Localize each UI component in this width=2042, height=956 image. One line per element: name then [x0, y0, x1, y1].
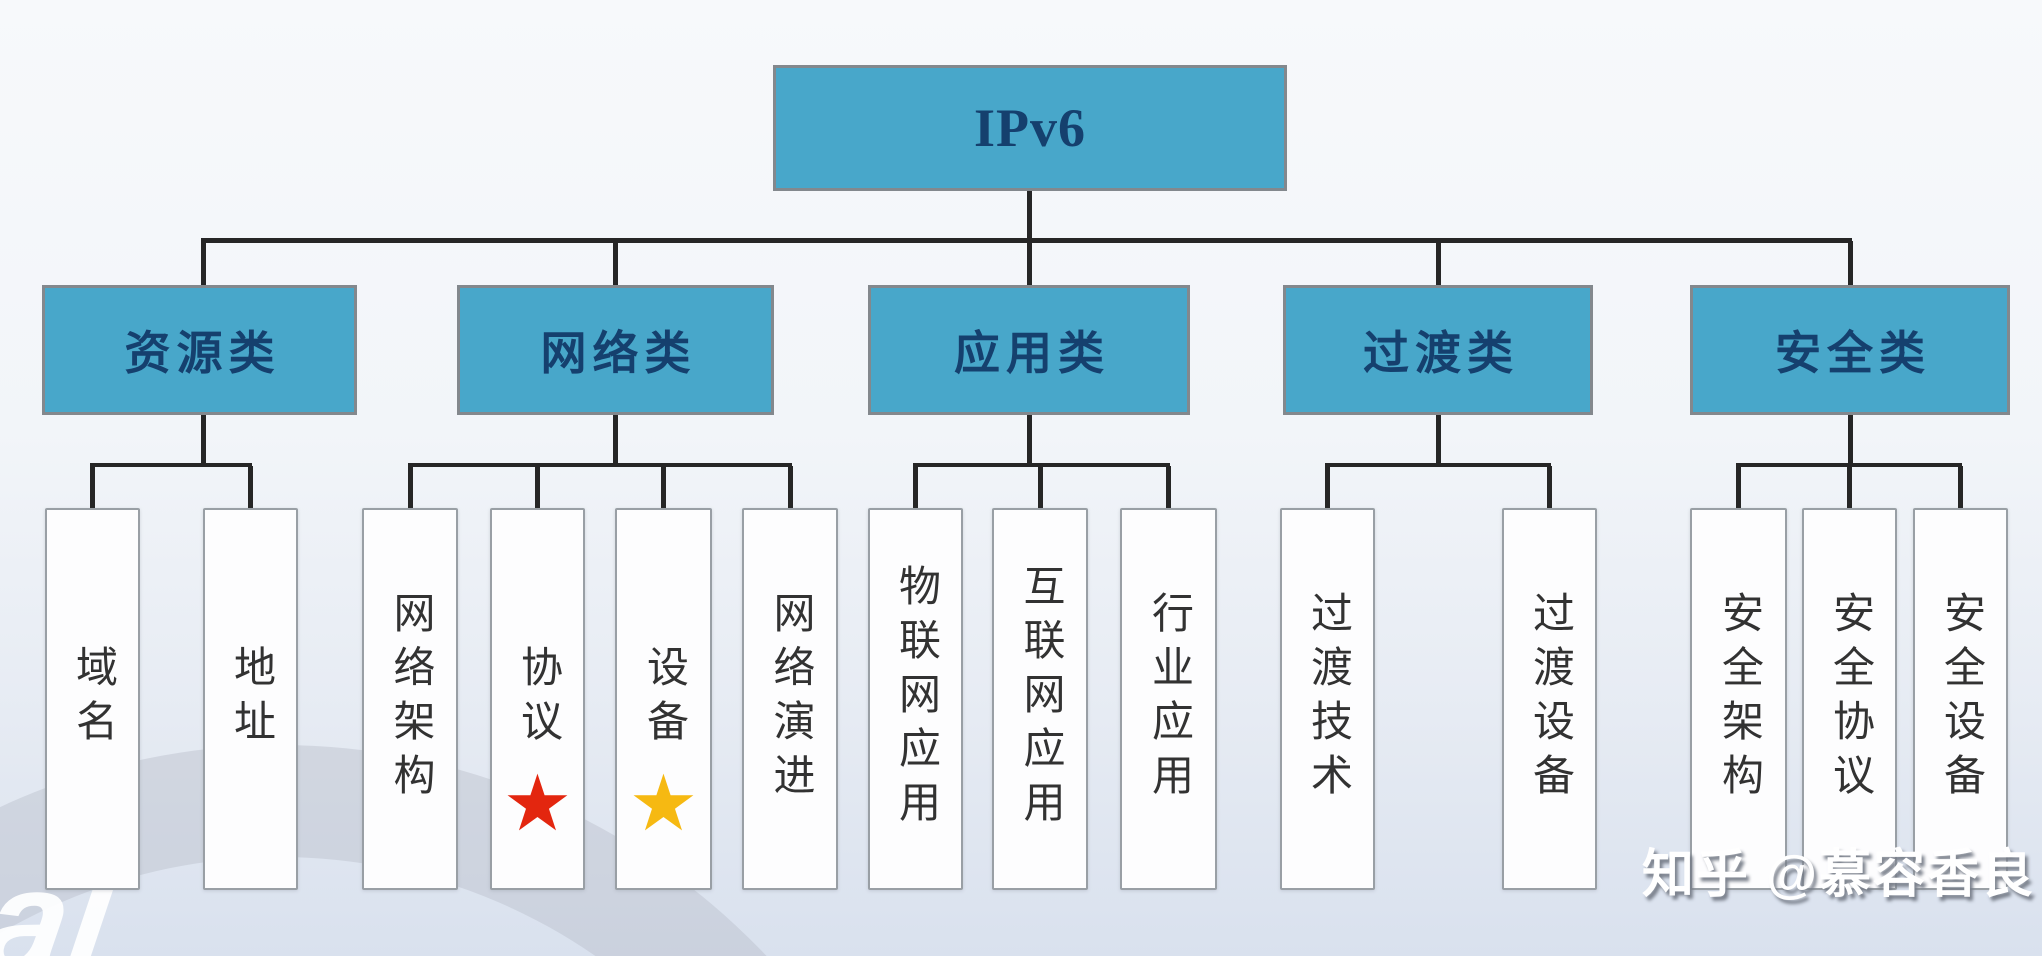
connector-transition-bus: [1325, 463, 1551, 467]
leaf-node-network-architecture: 网络架构: [362, 508, 458, 890]
connector-drop-network: [613, 241, 618, 285]
connector-leaf-drop: [788, 466, 793, 508]
leaf-node-security-protocol: 安全协议: [1802, 508, 1897, 890]
leaf-node-device: 设备 ★: [615, 508, 712, 890]
leaf-node-network-evolution: 网络演进: [742, 508, 838, 890]
leaf-label: 过渡技术: [1304, 591, 1351, 807]
leaf-node-internet-application: 互联网应用: [992, 508, 1088, 890]
connector-application-bus: [913, 463, 1170, 467]
connector-leaf-drop: [535, 466, 540, 508]
connector-leaf-drop: [1547, 466, 1552, 508]
connector-network-down: [613, 415, 618, 467]
watermark-zhihu: 知乎 @慕容香良: [1641, 846, 2035, 904]
connector-drop-resource: [201, 241, 206, 285]
leaf-label: 安全协议: [1826, 591, 1873, 807]
connector-leaf-drop: [1166, 466, 1171, 508]
leaf-node-protocol: 协议 ★: [490, 508, 585, 890]
leaf-label: 安全设备: [1937, 591, 1984, 807]
connector-leaf-drop: [90, 466, 95, 508]
leaf-label: 行业应用: [1145, 591, 1192, 807]
leaf-label: 域名: [69, 645, 116, 753]
leaf-label: 过渡设备: [1526, 591, 1573, 807]
category-label: 安全类: [1775, 328, 1931, 379]
connector-main-bus: [201, 238, 1852, 243]
leaf-label: 网络演进: [767, 591, 813, 807]
category-label: 应用类: [954, 328, 1110, 379]
connector-network-bus: [408, 463, 792, 467]
category-node-security: 安全类: [1690, 285, 2010, 415]
leaf-label: 设备: [640, 645, 687, 753]
category-node-transition: 过渡类: [1283, 285, 1593, 415]
leaf-node-iot-application: 物联网应用: [868, 508, 963, 890]
category-node-application: 应用类: [868, 285, 1190, 415]
leaf-node-transition-equipment: 过渡设备: [1502, 508, 1597, 890]
category-label: 过渡类: [1363, 328, 1519, 379]
connector-leaf-drop: [1736, 466, 1741, 508]
leaf-label: 安全架构: [1715, 591, 1762, 807]
root-node-label: IPv6: [974, 98, 1086, 158]
connector-drop-security: [1848, 241, 1853, 285]
connector-leaf-drop: [1958, 466, 1963, 508]
connector-application-down: [1027, 415, 1032, 467]
leaf-label: 协议: [514, 645, 561, 753]
connector-leaf-drop: [408, 466, 413, 508]
red-star-icon: ★: [502, 759, 573, 847]
connector-security-bus: [1736, 463, 1962, 467]
connector-leaf-drop: [1847, 466, 1852, 508]
leaf-label: 网络架构: [387, 591, 433, 807]
connector-security-down: [1848, 415, 1853, 467]
connector-drop-application: [1027, 241, 1032, 285]
leaf-node-security-architecture: 安全架构: [1690, 508, 1787, 890]
category-label: 资源类: [124, 328, 281, 379]
connector-leaf-drop: [913, 466, 918, 508]
leaf-node-address: 地址: [203, 508, 298, 890]
connector-leaf-drop: [248, 466, 253, 508]
connector-root-drop: [1027, 191, 1032, 241]
connector-transition-down: [1436, 415, 1441, 467]
connector-leaf-drop: [661, 466, 666, 508]
category-label: 网络类: [540, 328, 697, 379]
connector-resource-down: [201, 415, 206, 467]
leaf-label: 物联网应用: [892, 564, 939, 834]
leaf-node-industry-application: 行业应用: [1120, 508, 1217, 890]
leaf-node-domain-name: 域名: [45, 508, 140, 890]
connector-drop-transition: [1436, 241, 1441, 285]
connector-leaf-drop: [1038, 466, 1043, 508]
leaf-node-transition-technology: 过渡技术: [1280, 508, 1375, 890]
connector-leaf-drop: [1325, 466, 1330, 508]
category-node-network: 网络类: [457, 285, 774, 415]
root-node-ipv6: IPv6: [773, 65, 1287, 191]
leaf-label: 互联网应用: [1017, 564, 1063, 834]
category-node-resource: 资源类: [42, 285, 357, 415]
connector-resource-bus: [90, 463, 252, 467]
gold-star-icon: ★: [628, 759, 699, 847]
leaf-label: 地址: [227, 645, 274, 753]
leaf-node-security-equipment: 安全设备: [1913, 508, 2008, 890]
